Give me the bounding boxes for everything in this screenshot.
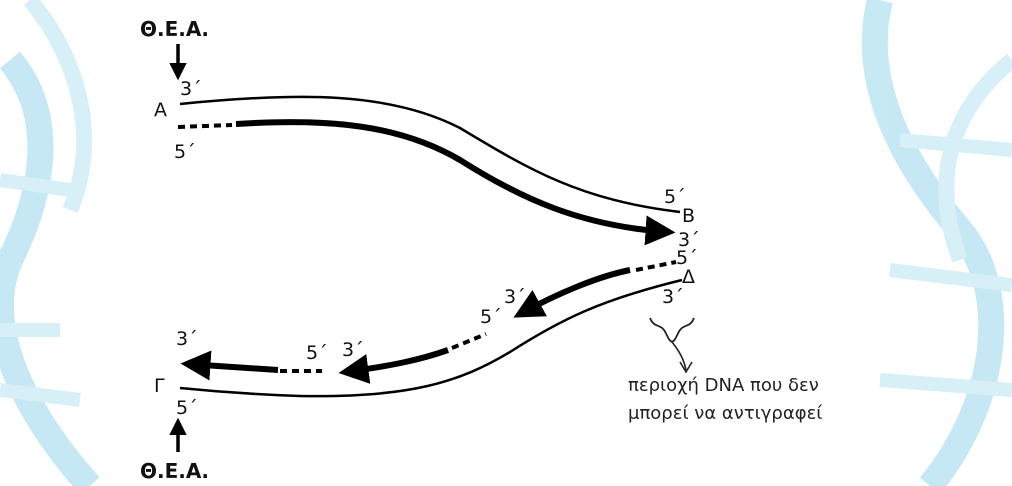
upper-template-strand <box>179 95 681 214</box>
end-label-frag1-5: 5΄ <box>480 306 502 328</box>
lagging-fragment-3 <box>180 350 279 381</box>
lagging-primer-2-dotted <box>451 332 487 350</box>
end-label-A-3: 3΄ <box>180 78 202 100</box>
end-label-G-3: 3΄ <box>176 328 198 350</box>
end-label-A-5: 5΄ <box>174 141 196 163</box>
end-label-frag1-3: 3΄ <box>504 286 526 308</box>
end-label-B-3: 3΄ <box>678 229 700 251</box>
annotation-pointer-head <box>679 361 693 374</box>
end-label-D-3: 3΄ <box>662 286 684 308</box>
lagging-fragment-2 <box>338 347 450 384</box>
lower-template-strand <box>179 278 683 398</box>
end-label-frag2-5: 5΄ <box>306 342 328 364</box>
helix-background-left <box>0 0 100 486</box>
end-label-frag2-3: 3΄ <box>342 339 364 361</box>
upper-leading-strand <box>235 119 676 246</box>
end-label-G-5: 5΄ <box>176 397 198 419</box>
point-D-label: Δ <box>682 266 695 288</box>
upper-primer-dotted <box>177 123 233 129</box>
end-label-D-5: 5΄ <box>676 247 698 269</box>
point-G-label: Γ <box>154 375 165 397</box>
annotation-pointer <box>671 341 687 371</box>
lagging-fragment-1 <box>513 267 631 318</box>
helix-background-right <box>861 0 1012 486</box>
end-label-B-5: 5΄ <box>664 186 686 208</box>
annotation-line-1: περιοχή DNA που δεν <box>628 375 819 396</box>
region-brace <box>649 317 695 344</box>
lagging-primer-1-dotted <box>635 260 677 272</box>
origin-label-bottom: Θ.Ε.Α. <box>140 459 209 483</box>
point-A-label: Α <box>154 99 167 121</box>
point-B-label: Β <box>682 205 695 227</box>
origin-label-top: Θ.Ε.Α. <box>140 17 209 41</box>
annotation-line-2: μπορεί να αντιγραφεί <box>628 403 822 424</box>
